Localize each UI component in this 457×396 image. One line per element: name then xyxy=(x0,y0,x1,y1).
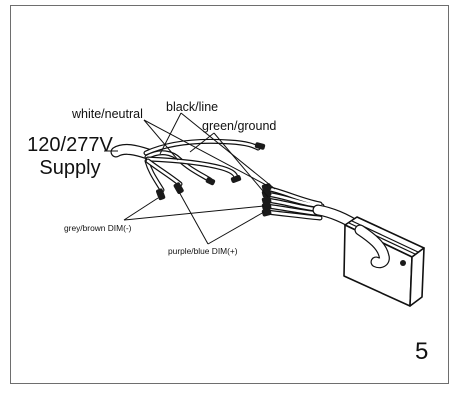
black-wire-label: black/line xyxy=(166,100,219,114)
leader-line-white xyxy=(143,119,179,161)
leader-lines xyxy=(104,112,276,245)
grey-wire-label: grey/brown DIM(-) xyxy=(64,223,132,233)
leader-line-grey xyxy=(123,197,159,221)
supply-wire-green xyxy=(145,156,239,181)
driver-box-entry-hole xyxy=(400,260,406,266)
leader-line-purple xyxy=(177,189,209,245)
leader-line-black xyxy=(180,112,276,190)
driver-connector-caps xyxy=(261,183,272,217)
figure-frame xyxy=(10,5,449,384)
leader-line-green xyxy=(189,132,215,153)
connector-cap xyxy=(261,208,272,217)
step-number: 5 xyxy=(415,338,429,365)
leader-line-grey xyxy=(123,205,265,221)
supply-label: 120/277V Supply xyxy=(14,135,126,178)
driver-box-entry-wire xyxy=(354,224,390,269)
white-wire-label: white/neutral xyxy=(72,107,143,121)
connector-cap xyxy=(173,182,184,194)
connector-cap xyxy=(156,188,166,201)
supply-wire-purple xyxy=(145,158,183,187)
purple-wire-label: purple/blue DIM(+) xyxy=(168,246,238,256)
green-wire-label: green/ground xyxy=(202,119,277,133)
leader-line-white xyxy=(143,119,269,187)
connector-cap xyxy=(205,177,216,186)
leader-line-green xyxy=(213,132,269,198)
driver-wire-bundle xyxy=(263,185,325,221)
connector-cap xyxy=(230,175,242,183)
connector-cap xyxy=(261,189,272,198)
leader-line-black xyxy=(159,112,182,155)
connector-cap xyxy=(254,142,266,150)
leader-line-purple xyxy=(207,211,265,245)
driver-box-side xyxy=(409,247,425,307)
supply-voltage-text: 120/277V xyxy=(27,134,113,156)
supply-connector-caps xyxy=(156,142,266,201)
supply-text: Supply xyxy=(39,157,101,179)
